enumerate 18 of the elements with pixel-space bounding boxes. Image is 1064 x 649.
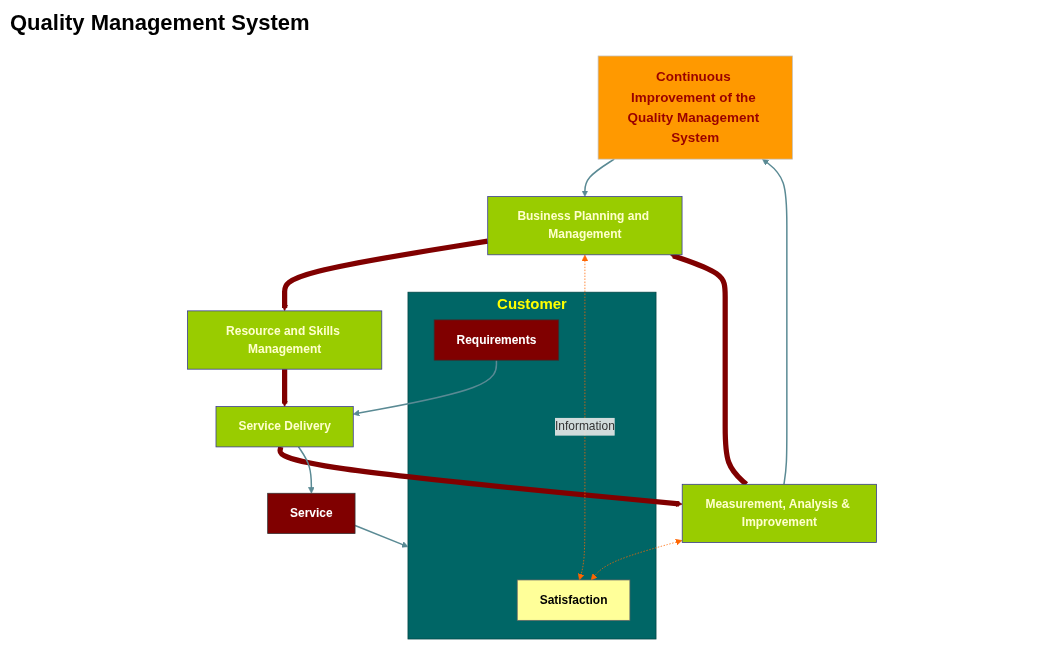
arrow — [354, 524, 409, 548]
node-box: Continuous Improvement of the Quality Management System — [597, 55, 793, 160]
node-box: Resource and Skills Management — [187, 310, 383, 370]
arrow — [281, 369, 288, 407]
edge-label: Information — [554, 420, 615, 433]
arrow — [352, 359, 498, 417]
arrow — [762, 158, 788, 486]
arrow — [297, 446, 315, 494]
arrow — [581, 158, 615, 197]
node-box: Measurement, Analysis & Improvement — [681, 483, 877, 543]
arrow — [277, 446, 683, 507]
node-box: Business Planning and Management — [487, 196, 683, 256]
diagram-label: Quality Management System — [10, 10, 310, 36]
node-box: Satisfaction — [516, 579, 631, 621]
node-box: Service — [267, 492, 356, 534]
arrow — [281, 238, 489, 312]
node-box: Requirements — [433, 319, 560, 361]
node-box: Service Delivery — [215, 406, 354, 448]
